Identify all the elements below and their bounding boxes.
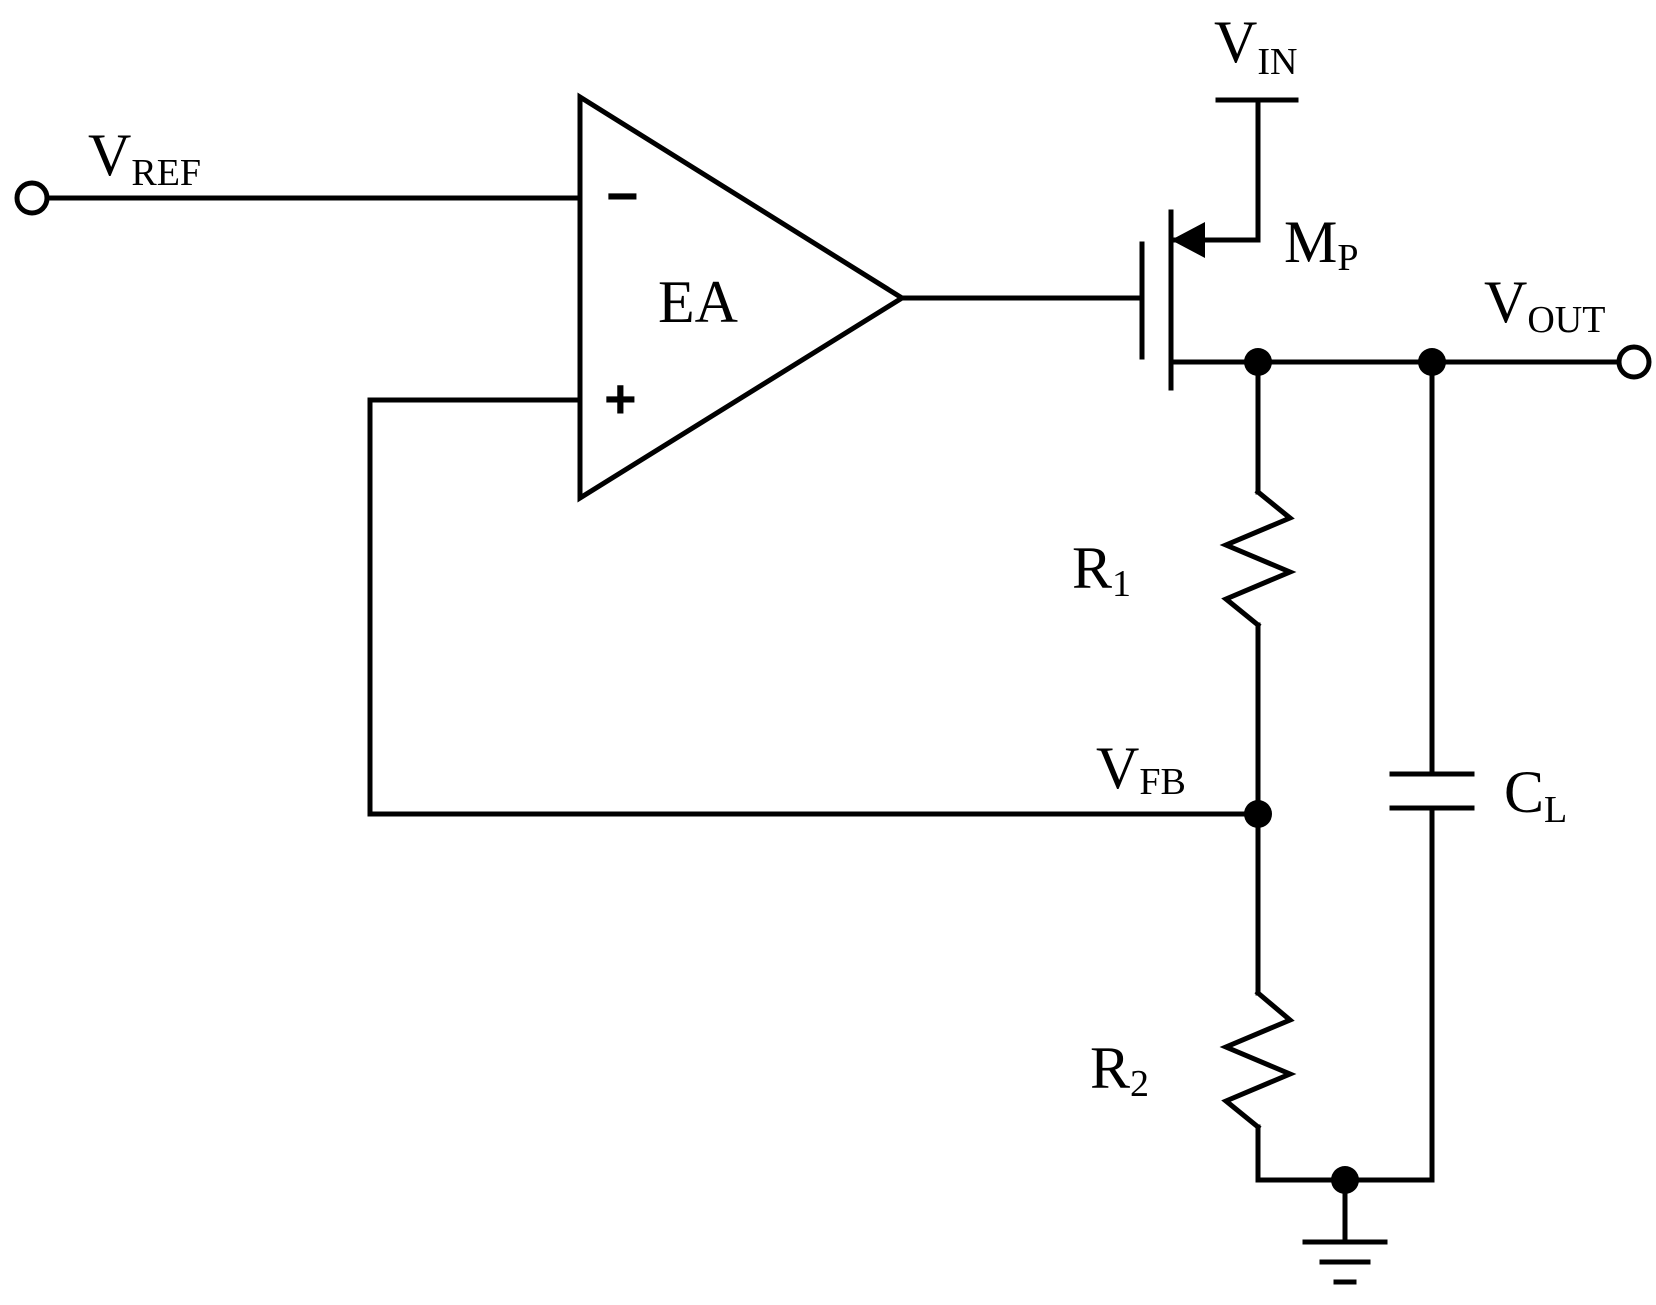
ea-label: EA (658, 269, 738, 335)
ea-plus-sign: + (604, 367, 637, 430)
vin-label: VIN (1214, 9, 1297, 83)
mp-arrow (1171, 222, 1205, 258)
error-amplifier (577, 92, 907, 503)
vref-terminal[interactable] (14, 180, 50, 216)
r2-resistor (1219, 989, 1297, 1131)
vfb-label: VFB (1096, 735, 1186, 803)
cl-label: CL (1504, 759, 1567, 831)
r2-label: R2 (1090, 1035, 1149, 1105)
vout-label: VOUT (1484, 269, 1605, 341)
r1-resistor (1219, 488, 1297, 629)
mp-label: MP (1284, 209, 1359, 279)
r1-label: R1 (1072, 535, 1131, 605)
vout-terminal[interactable] (1616, 344, 1652, 380)
vref-label: VREF (88, 122, 201, 194)
feedback-wire (367, 397, 1261, 817)
ground-icon (1302, 1239, 1388, 1285)
ea-minus-sign: − (606, 164, 639, 227)
